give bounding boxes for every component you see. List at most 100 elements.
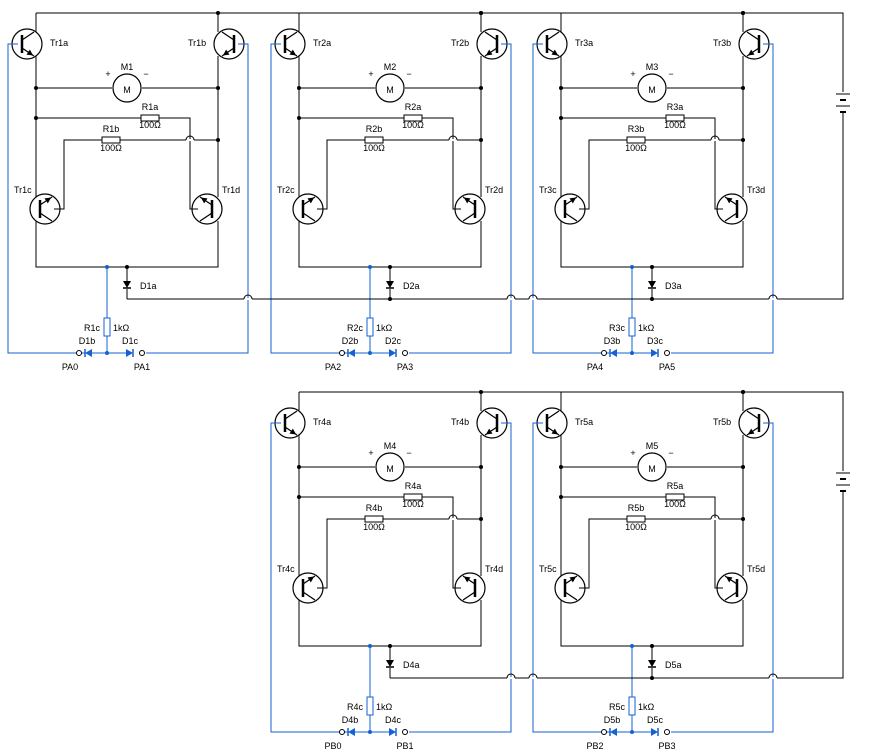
resistor-c-label: R5c xyxy=(609,702,626,712)
transistor-label: Tr3b xyxy=(713,38,731,48)
motor-symbol: M xyxy=(648,464,656,474)
resistor-c-label: R2c xyxy=(347,323,364,333)
motor-symbol: M xyxy=(648,85,656,95)
resistor-c-value: 1kΩ xyxy=(376,702,393,712)
diode-c-label: D5c xyxy=(647,715,664,725)
transistor-a xyxy=(274,28,306,60)
resistor-a-label: R3a xyxy=(667,102,684,112)
port-right-label: PA3 xyxy=(397,362,413,372)
diode-b-label: D4b xyxy=(342,715,359,725)
transistor-label: Tr1a xyxy=(50,38,68,48)
motor-label: M1 xyxy=(121,62,134,72)
transistor-b xyxy=(738,28,770,60)
diode-c-label: D2c xyxy=(385,336,402,346)
resistor-c-value: 1kΩ xyxy=(113,323,130,333)
transistor-label: Tr2d xyxy=(485,185,503,195)
battery-2 xyxy=(836,472,850,492)
transistor-a xyxy=(11,28,43,60)
motor-plus: + xyxy=(368,448,373,458)
resistor-b: R4b 100Ω xyxy=(317,503,481,589)
port-left-label: PA0 xyxy=(62,362,78,372)
motor-plus: + xyxy=(630,69,635,79)
port-right-label: PA1 xyxy=(134,362,150,372)
resistor-a-label: R4a xyxy=(405,481,422,491)
resistor-a-value: 100Ω xyxy=(664,499,686,509)
motor-minus: − xyxy=(406,448,411,458)
transistor-d xyxy=(454,572,486,604)
resistor-a-value: 100Ω xyxy=(402,120,424,130)
resistor-b-value: 100Ω xyxy=(363,522,385,532)
diode-b-label: D3b xyxy=(604,336,621,346)
transistor-label: Tr2c xyxy=(277,185,295,195)
transistor-c xyxy=(292,193,324,225)
port-left-label: PB0 xyxy=(324,741,341,751)
diode-b-label: D5b xyxy=(604,715,621,725)
transistor-label: Tr4d xyxy=(485,564,503,574)
resistor-a: R4a 100Ω xyxy=(299,481,461,589)
transistor-c xyxy=(29,193,61,225)
transistor-label: Tr3a xyxy=(575,38,593,48)
resistor-c-label: R3c xyxy=(609,323,626,333)
diode-a-label: D3a xyxy=(665,281,682,291)
diode-c-label: D1c xyxy=(122,336,139,346)
transistor-label: Tr5b xyxy=(713,417,731,427)
resistor-c-label: R1c xyxy=(84,323,101,333)
diode-a: D5a xyxy=(648,646,682,678)
port-right-label: PA5 xyxy=(659,362,675,372)
motor-minus: − xyxy=(143,69,148,79)
transistor-label: Tr3d xyxy=(747,185,765,195)
port-left-label: PA2 xyxy=(325,362,341,372)
transistor-label: Tr5a xyxy=(575,417,593,427)
motor-minus: − xyxy=(668,69,673,79)
resistor-c-value: 1kΩ xyxy=(638,323,655,333)
resistor-a-value: 100Ω xyxy=(139,120,161,130)
resistor-b-label: R4b xyxy=(366,503,383,513)
diode-a: D4a xyxy=(386,646,420,678)
transistor-label: Tr4a xyxy=(313,417,331,427)
transistor-label: Tr5c xyxy=(539,564,557,574)
motor-label: M4 xyxy=(384,441,397,451)
port-left-label: PB2 xyxy=(586,741,603,751)
transistor-b xyxy=(476,407,508,439)
resistor-a-label: R1a xyxy=(142,102,159,112)
diode-b-label: D2b xyxy=(342,336,359,346)
resistor-b-value: 100Ω xyxy=(625,143,647,153)
resistor-b-label: R5b xyxy=(628,503,645,513)
transistor-c xyxy=(554,572,586,604)
motor-4: M M4 + − xyxy=(299,441,481,482)
motor-plus: + xyxy=(105,69,110,79)
diode-c-label: D4c xyxy=(385,715,402,725)
resistor-c-value: 1kΩ xyxy=(376,323,393,333)
resistor-c-value: 1kΩ xyxy=(638,702,655,712)
port-right-label: PB1 xyxy=(396,741,413,751)
motor-label: M3 xyxy=(646,62,659,72)
resistor-a: R5a 100Ω xyxy=(561,481,723,589)
motor-symbol: M xyxy=(386,464,394,474)
transistor-label: Tr1d xyxy=(222,185,240,195)
motor-5: MM5+− xyxy=(561,441,743,482)
resistor-b-value: 100Ω xyxy=(100,143,122,153)
diode-a-label: D2a xyxy=(403,281,420,291)
diode-a-label: D5a xyxy=(665,660,682,670)
transistor-label: Tr2a xyxy=(313,38,331,48)
supply-bottom xyxy=(390,390,850,680)
motor-symbol: M xyxy=(123,85,131,95)
supply-top xyxy=(127,11,850,301)
motor-label: M2 xyxy=(384,62,397,72)
motor-minus: − xyxy=(406,69,411,79)
resistor-a-label: R5a xyxy=(667,481,684,491)
resistor-a-value: 100Ω xyxy=(664,120,686,130)
motor-plus: + xyxy=(630,448,635,458)
resistor-a: R3a 100Ω xyxy=(561,102,723,210)
port-right-label: PB3 xyxy=(658,741,675,751)
